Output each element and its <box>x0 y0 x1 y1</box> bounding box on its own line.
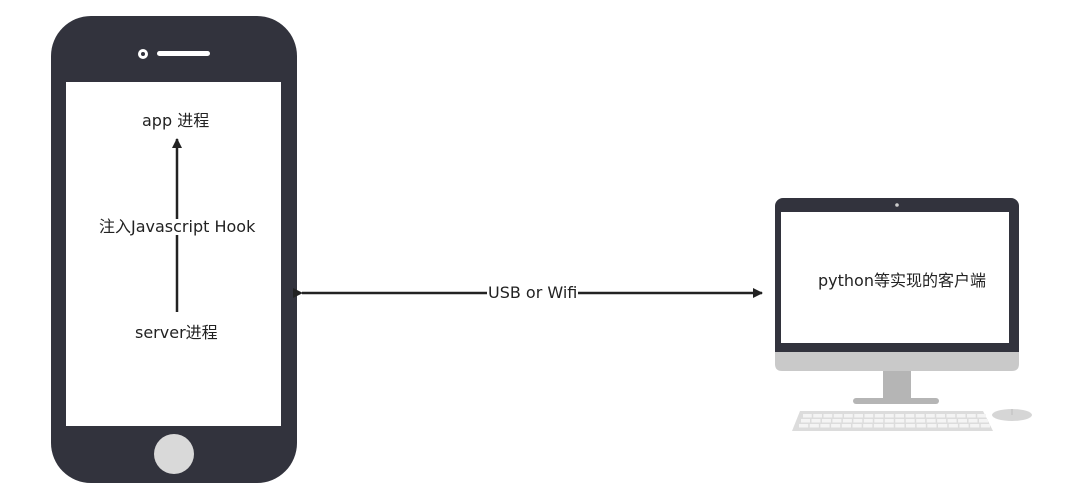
inject-hook-label: 注入Javascript Hook <box>98 217 257 236</box>
keyboard-key <box>980 424 990 428</box>
keyboard-key <box>852 424 862 428</box>
keyboard-key <box>799 424 809 428</box>
keyboard-key <box>844 414 853 418</box>
keyboard-key <box>842 419 852 423</box>
keyboard-key <box>833 414 843 418</box>
keyboard-key <box>938 424 948 428</box>
keyboard-key <box>863 424 873 428</box>
monitor-screen <box>781 212 1009 343</box>
keyboard-key <box>959 424 969 428</box>
keyboard-key <box>915 414 925 418</box>
keyboard-key <box>905 419 915 423</box>
keyboard-key <box>936 414 945 418</box>
keyboard-key <box>821 419 831 423</box>
keyboard-key <box>854 414 863 418</box>
keyboard-key <box>820 424 830 428</box>
keyboard-key <box>884 419 894 423</box>
app-process-label: app 进程 <box>142 111 210 130</box>
keyboard-key <box>947 419 957 423</box>
keyboard-key <box>967 414 976 418</box>
phone-speaker <box>157 51 210 56</box>
keyboard-key <box>970 424 980 428</box>
keyboard-key <box>809 424 819 428</box>
keyboard-key <box>884 424 894 428</box>
keyboard-key <box>841 424 851 428</box>
keyboard-key <box>956 414 966 418</box>
keyboard-key <box>926 414 935 418</box>
keyboard-key <box>948 424 958 428</box>
keyboard-key <box>958 419 968 423</box>
keyboard-key <box>979 419 988 423</box>
computer-illustration <box>775 198 1032 431</box>
server-process-label: server进程 <box>135 323 218 342</box>
keyboard-key <box>977 414 986 418</box>
monitor-neck <box>883 371 911 398</box>
keyboard-key <box>803 414 812 418</box>
keyboard-key <box>895 419 905 423</box>
keyboard-key <box>823 414 833 418</box>
keyboard-key <box>927 424 937 428</box>
phone-illustration <box>51 16 297 483</box>
keyboard-key <box>832 419 842 423</box>
keyboard-key <box>863 419 873 423</box>
keyboard-key <box>874 414 884 418</box>
keyboard-key <box>864 414 874 418</box>
keyboard-key <box>831 424 841 428</box>
keyboard-key <box>874 419 884 423</box>
keyboard-key <box>873 424 884 428</box>
keyboard-key <box>968 419 978 423</box>
keyboard-keys <box>799 414 990 428</box>
keyboard-key <box>926 419 936 423</box>
keyboard-key <box>853 419 863 423</box>
connection-label: USB or Wifi <box>487 283 579 302</box>
monitor-stand-base <box>853 398 939 404</box>
phone-screen <box>66 82 281 426</box>
keyboard-key <box>813 414 822 418</box>
monitor-camera <box>895 203 899 207</box>
monitor-chin <box>775 352 1019 371</box>
keyboard-key <box>905 414 915 418</box>
keyboard-key <box>895 414 904 418</box>
keyboard-key <box>905 424 916 428</box>
keyboard-key <box>885 414 894 418</box>
keyboard-key <box>946 414 956 418</box>
keyboard-key <box>801 419 810 423</box>
keyboard-key <box>916 424 926 428</box>
keyboard-key <box>811 419 821 423</box>
keyboard-key <box>895 424 905 428</box>
keyboard-key <box>937 419 947 423</box>
client-label: python等实现的客户端 <box>818 271 986 290</box>
phone-home-button <box>154 434 194 474</box>
keyboard-key <box>916 419 926 423</box>
